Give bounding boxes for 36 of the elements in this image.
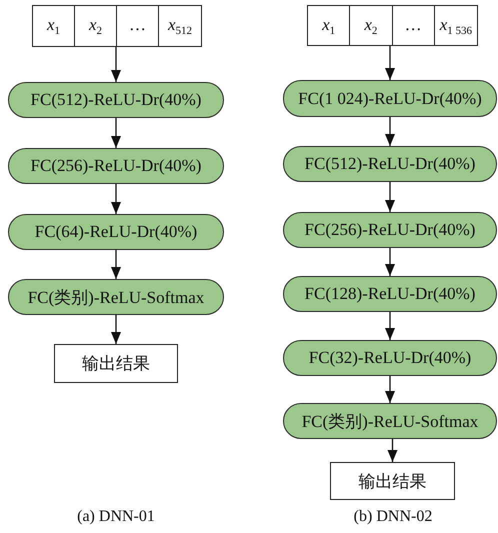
arrow xyxy=(385,182,395,212)
layer-box: FC(1 024)-ReLU-Dr(40%) xyxy=(283,80,497,117)
layer-box: FC(256)-ReLU-Dr(40%) xyxy=(8,148,224,184)
layer-box: FC(512)-ReLU-Dr(40%) xyxy=(283,146,497,182)
input-cell: x$_{512}$ xyxy=(159,6,201,46)
input-cell: x$_{1}$ xyxy=(33,6,75,46)
layer-box: FC(类别)-ReLU-Softmax xyxy=(283,403,497,439)
arrow xyxy=(385,376,395,403)
caption: (a) DNN-01 xyxy=(77,508,155,526)
input-cell: x$_{2}$ xyxy=(350,6,392,45)
input-vector xyxy=(307,5,478,46)
layer-box: FC(128)-ReLU-Dr(40%) xyxy=(283,276,497,312)
layer-box: FC(64)-ReLU-Dr(40%) xyxy=(8,214,224,250)
arrow xyxy=(385,312,395,340)
arrow xyxy=(111,118,121,148)
layer-box: FC(512)-ReLU-Dr(40%) xyxy=(8,82,224,118)
arrow xyxy=(388,439,398,462)
layer-box: FC(类别)-ReLU-Softmax xyxy=(8,279,224,315)
layer-box: FC(32)-ReLU-Dr(40%) xyxy=(283,340,497,376)
arrow xyxy=(385,248,395,276)
layer-box: FC(256)-ReLU-Dr(40%) xyxy=(283,212,497,248)
arrow xyxy=(111,184,121,214)
arrow xyxy=(385,117,395,146)
input-cell: x$_{1}$ xyxy=(308,6,350,45)
arrow xyxy=(111,315,121,344)
arrow xyxy=(111,47,121,82)
input-vector xyxy=(32,5,202,47)
output-box: 输出结果 xyxy=(330,462,455,500)
output-box: 输出结果 xyxy=(54,344,178,383)
arrow xyxy=(385,46,395,80)
input-cell: x$_{2}$ xyxy=(75,6,117,46)
arrow xyxy=(111,250,121,279)
input-cell: … xyxy=(117,6,159,46)
input-cell: x$_{1 536}$ xyxy=(434,6,477,45)
caption: (b) DNN-02 xyxy=(354,508,432,526)
input-cell: … xyxy=(392,6,435,45)
